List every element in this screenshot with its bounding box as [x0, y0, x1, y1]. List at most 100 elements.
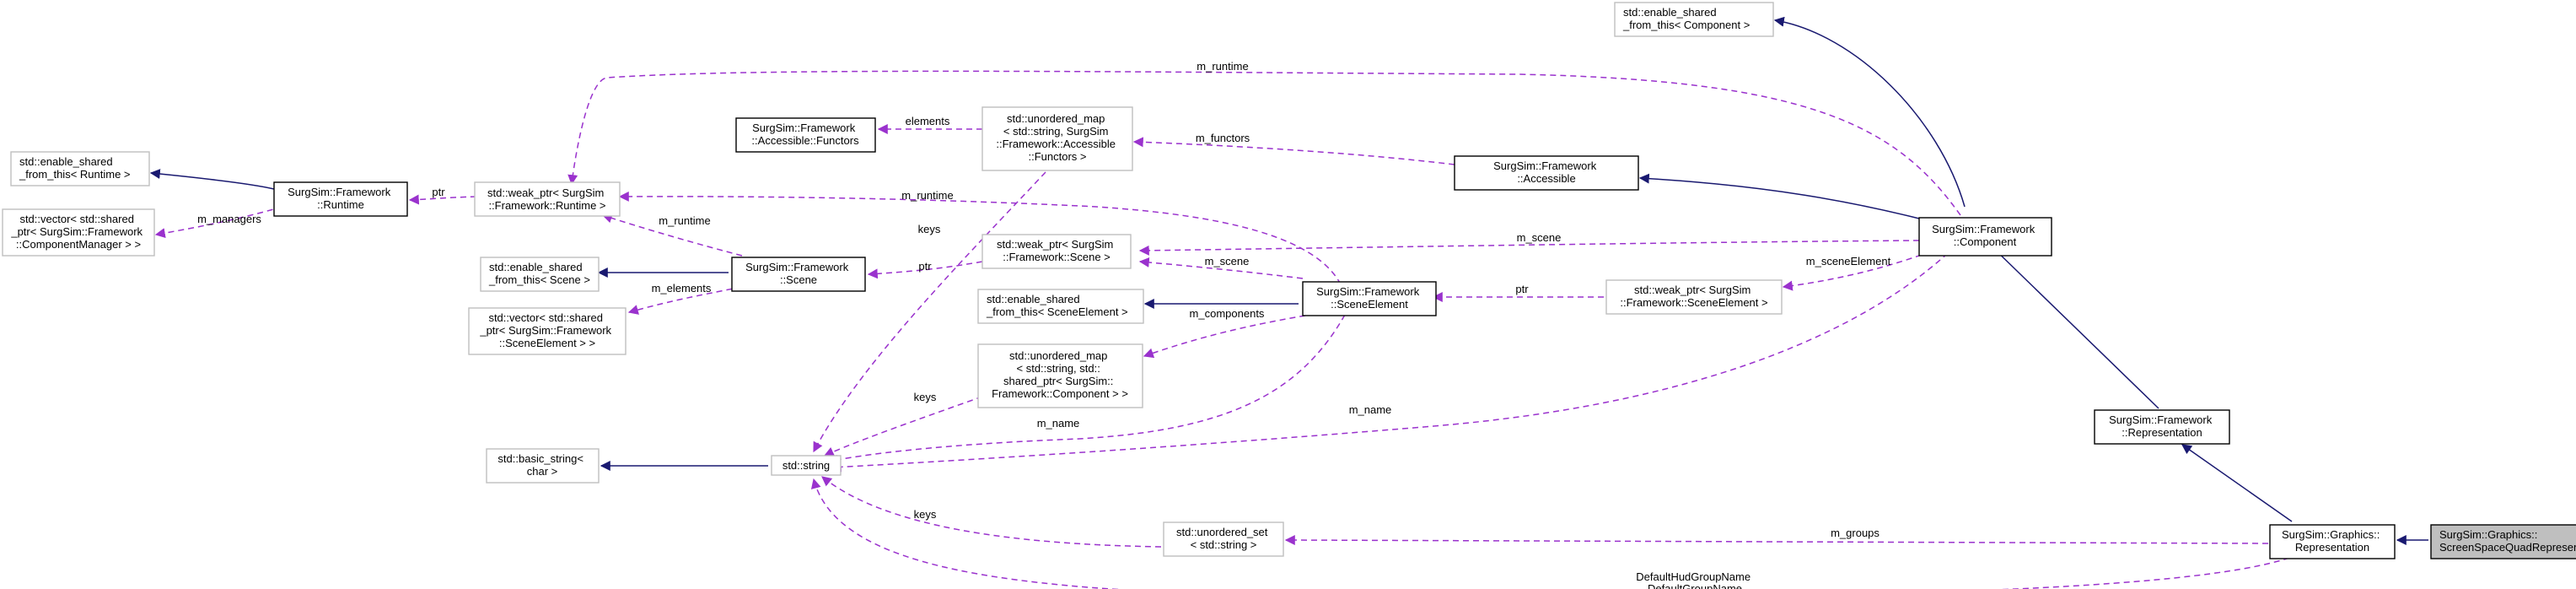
- edge-label-ptr-se: ptr: [1515, 283, 1529, 295]
- node-unordered-map-functors[interactable]: std::unordered_map < std::string, SurgSi…: [981, 106, 1133, 171]
- node-framework-representation[interactable]: SurgSim::Framework ::Representation: [2094, 409, 2230, 445]
- svg-text:SurgSim::Framework ::C: SurgSim::Framework ::Component: [1932, 223, 2038, 248]
- edge-label-keys-umap-comp: keys: [914, 391, 937, 403]
- edge-label-m-groups: m_groups: [1831, 527, 1880, 539]
- edge-m-name-scene-element: m_name: [827, 314, 1346, 465]
- node-graphics-representation[interactable]: SurgSim::Graphics:: Representation: [2269, 524, 2396, 559]
- edge-gfx-rep-inherits-fw-rep: [2181, 444, 2293, 522]
- edge-m-name-component: m_name: [831, 252, 1949, 473]
- node-enable-shared-from-this-scene[interactable]: std::enable_shared _from_this< Scene >: [480, 257, 600, 292]
- svg-text:SurgSim::Framework ::R: SurgSim::Framework ::Runtime: [288, 186, 394, 211]
- svg-text:elements: elements: [906, 115, 950, 127]
- edge-m-managers: m_managers: [154, 206, 283, 239]
- svg-text:m_sceneElement: m_sceneElement: [1806, 255, 1891, 267]
- edge-label-m-managers: m_managers: [197, 213, 261, 225]
- node-enable-shared-from-this-component[interactable]: std::enable_shared _from_this< Component…: [1614, 2, 1774, 37]
- edge-label-m-elements: m_elements: [652, 282, 712, 294]
- edge-label-m-name-se: m_name: [1037, 417, 1080, 430]
- svg-text:SurgSim::Framework ::A: SurgSim::Framework ::Accessible: [1493, 159, 1600, 185]
- edge-component-inherits-enable-shared: [1773, 16, 1966, 208]
- node-vector-scene-element[interactable]: std::vector< std::shared _ptr< SurgSim::…: [468, 307, 627, 355]
- edge-label-m-runtime-se: m_runtime: [901, 189, 953, 202]
- svg-text:std::string: std::string: [782, 459, 830, 472]
- node-vector-component-manager[interactable]: std::vector< std::shared _ptr< SurgSim::…: [2, 208, 155, 257]
- node-accessible-functors[interactable]: SurgSim::Framework ::Accessible::Functor…: [735, 117, 876, 153]
- edge-keys-uset: keys: [821, 476, 1162, 548]
- edge-label-m-scene-element: m_sceneElement: [1806, 255, 1891, 267]
- svg-text:std::enable_shared _fr: std::enable_shared _from_this< SceneElem…: [986, 293, 1128, 318]
- node-scene-element[interactable]: SurgSim::Framework ::SceneElement: [1302, 281, 1437, 316]
- svg-text:SurgSim::Framework ::A: SurgSim::Framework ::Accessible::Functor…: [751, 122, 859, 147]
- node-enable-shared-from-this-runtime[interactable]: std::enable_shared _from_this< Runtime >: [10, 151, 150, 186]
- edge-m-scene-element: m_sceneElement: [1782, 251, 1932, 291]
- edge-label-default-hud-group-name: DefaultHudGroupName: [1636, 570, 1750, 583]
- edge-m-runtime-scene-element: m_runtime: [618, 189, 1342, 285]
- node-accessible[interactable]: SurgSim::Framework ::Accessible: [1454, 155, 1639, 191]
- edge-label-elements: elements: [906, 115, 950, 127]
- svg-text:std::weak_ptr< SurgSim: std::weak_ptr< SurgSim ::Framework::Runt…: [487, 186, 607, 212]
- svg-text:SurgSim::Graphics:: Sc: SurgSim::Graphics:: ScreenSpaceQuadRepre…: [2439, 528, 2576, 554]
- edge-default-group-names: DefaultHudGroupName DefaultGroupName: [810, 478, 2290, 589]
- svg-text:m_groups: m_groups: [1831, 527, 1880, 539]
- edge-ptr-scene: ptr: [867, 260, 983, 279]
- svg-text:keys: keys: [914, 391, 937, 403]
- edge-label-m-scene: m_scene: [1517, 231, 1562, 244]
- svg-text:m_components: m_components: [1190, 307, 1265, 320]
- svg-text:m_managers: m_managers: [197, 213, 261, 225]
- svg-text:SurgSim::Graphics:: Re: SurgSim::Graphics:: Representation: [2282, 528, 2383, 554]
- edge-m-runtime-component: m_runtime: [567, 60, 1961, 216]
- svg-text:std::weak_ptr< SurgSim: std::weak_ptr< SurgSim ::Framework::Scen…: [997, 238, 1116, 263]
- node-weak-ptr-runtime[interactable]: std::weak_ptr< SurgSim ::Framework::Runt…: [474, 181, 621, 217]
- svg-text:std::vector< std::shared: std::vector< std::shared _ptr< SurgSim::…: [10, 213, 145, 251]
- node-unordered-map-component[interactable]: std::unordered_map < std::string, std:: …: [977, 343, 1143, 408]
- node-enable-shared-from-this-scene-element[interactable]: std::enable_shared _from_this< SceneElem…: [977, 289, 1144, 324]
- edge-keys-umap-functors: keys: [813, 171, 1046, 453]
- svg-text:std::enable_shared _fr: std::enable_shared _from_this< Component…: [1622, 6, 1750, 31]
- node-scene[interactable]: SurgSim::Framework ::Scene: [731, 257, 866, 292]
- edge-m-groups: m_groups: [1284, 527, 2269, 546]
- svg-text:SurgSim::Framework ::S: SurgSim::Framework ::SceneElement: [1316, 285, 1422, 311]
- edge-ptr-runtime: ptr: [408, 186, 477, 205]
- edge-label-m-runtime-scene: m_runtime: [659, 214, 710, 227]
- node-basic-string[interactable]: std::basic_string< char >: [486, 448, 600, 484]
- node-weak-ptr-scene-element[interactable]: std::weak_ptr< SurgSim ::Framework::Scen…: [1605, 279, 1783, 315]
- node-component[interactable]: SurgSim::Framework ::Component: [1918, 217, 2052, 257]
- edge-label-m-functors: m_functors: [1196, 132, 1250, 144]
- svg-text:m_functors: m_functors: [1196, 132, 1250, 144]
- svg-text:std::vector< std::shared: std::vector< std::shared _ptr< SurgSim::…: [479, 311, 614, 349]
- svg-text:m_name: m_name: [1037, 417, 1080, 430]
- edge-label-default-group-name: DefaultGroupName: [1648, 582, 1742, 589]
- svg-text:std::enable_shared _fr: std::enable_shared _from_this< Runtime >: [19, 155, 131, 181]
- node-runtime[interactable]: SurgSim::Framework ::Runtime: [273, 181, 408, 217]
- edge-m-scene-component: m_scene: [1138, 231, 1920, 256]
- edge-m-components: m_components: [1143, 307, 1316, 359]
- svg-text:keys: keys: [918, 223, 941, 235]
- edge-m-runtime-scene: m_runtime: [601, 213, 743, 257]
- svg-text:std::basic_string< ch: std::basic_string< char >: [497, 452, 586, 478]
- svg-text:m_scene: m_scene: [1205, 255, 1250, 267]
- node-screen-space-quad-representation[interactable]: SurgSim::Graphics:: ScreenSpaceQuadRepre…: [2430, 524, 2576, 559]
- edge-label-m-name: m_name: [1349, 403, 1392, 416]
- svg-text:m_runtime: m_runtime: [1197, 60, 1248, 73]
- node-weak-ptr-scene[interactable]: std::weak_ptr< SurgSim ::Framework::Scen…: [981, 234, 1132, 269]
- edge-elements: elements: [877, 115, 982, 134]
- svg-text:ptr: ptr: [1515, 283, 1529, 295]
- edge-m-scene-scene-element: m_scene: [1138, 255, 1304, 279]
- node-string[interactable]: std::string: [771, 455, 842, 476]
- edge-label-ptr: ptr: [432, 186, 445, 198]
- svg-text:keys: keys: [914, 508, 937, 521]
- edge-label-m-components: m_components: [1190, 307, 1265, 320]
- edge-label-m-scene-se: m_scene: [1205, 255, 1250, 267]
- edge-component-inherits-accessible: [1638, 173, 1920, 219]
- svg-text:SurgSim::Framework ::R: SurgSim::Framework ::Representation: [2109, 413, 2215, 439]
- edge-fw-rep-inherits-component: [1989, 244, 2159, 409]
- edge-ptr-scene-element: ptr: [1432, 283, 1604, 302]
- svg-text:m_name: m_name: [1349, 403, 1392, 416]
- svg-text:DefaultHudGroupName De: DefaultHudGroupName DefaultGroupName: [1636, 570, 1753, 589]
- edge-label-keys: keys: [918, 223, 941, 235]
- node-unordered-set[interactable]: std::unordered_set < std::string >: [1163, 521, 1284, 557]
- edge-keys-umap-comp: keys: [823, 391, 983, 457]
- edge-runtime-inherits-enable-shared: [149, 169, 275, 190]
- svg-text:std::enable_shared _fr: std::enable_shared _from_this< Scene >: [488, 261, 590, 286]
